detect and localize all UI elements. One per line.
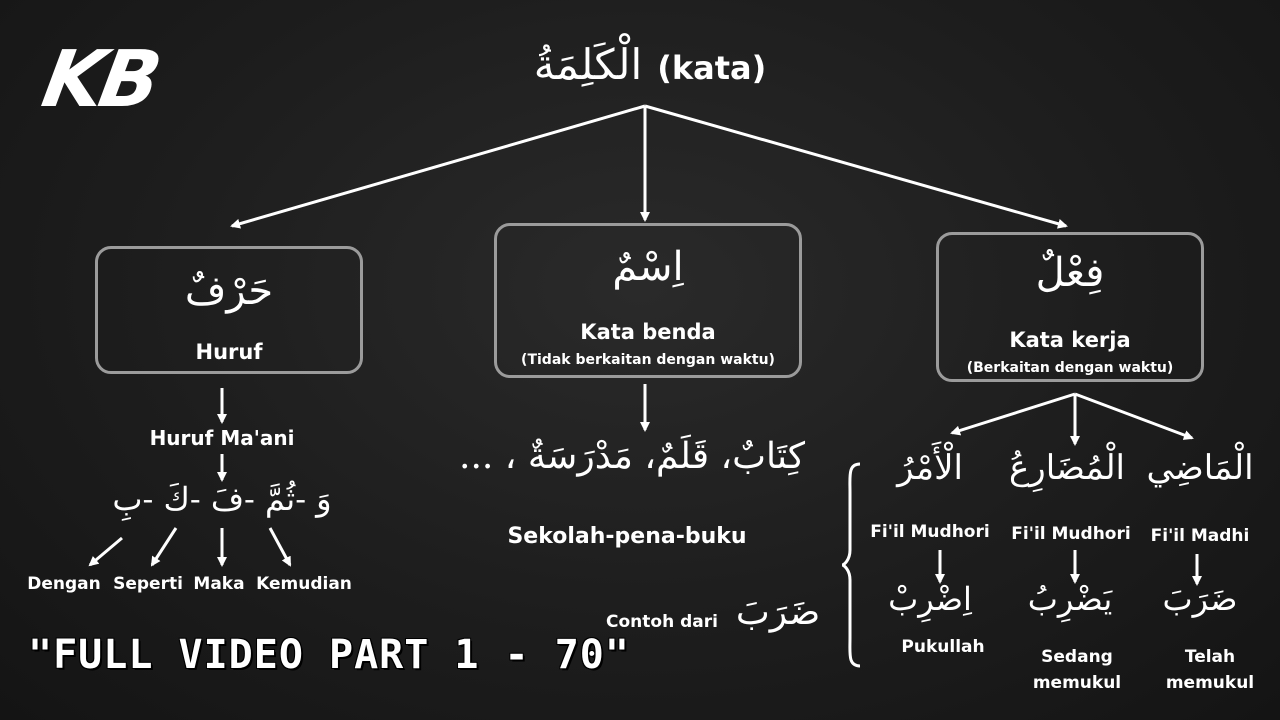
ism-sub: (Tidak berkaitan dengan waktu) (521, 352, 775, 368)
verb-madhi-arabic: الْمَاضِي (1146, 448, 1254, 488)
verb-madhi-example: ضَرَبَ (1162, 580, 1238, 618)
fiil-box (936, 232, 1204, 382)
verb-mudhari-type: Fi'il Mudhori (1011, 524, 1131, 544)
meaning-seperti: Seperti (113, 574, 183, 594)
meaning-maka: Maka (193, 574, 245, 594)
kb-logo: KB (36, 35, 164, 125)
verb-mudhari-example: يَضْرِبُ (1027, 580, 1113, 618)
verb-amr-arabic: الْأَمْرُ (897, 448, 963, 488)
root-arabic: الْكَلِمَةُ (533, 40, 643, 89)
harf-label: Huruf (195, 340, 263, 364)
meaning-kemudian: Kemudian (256, 574, 352, 594)
full-video-banner: "FULL VIDEO PART 1 - 70" (28, 632, 630, 678)
fiil-label: Kata kerja (1009, 328, 1131, 352)
meaning-dengan: Dengan (27, 574, 101, 594)
root-latin: (kata) (657, 49, 767, 87)
fiil-arabic: فِعْلٌ (1035, 250, 1105, 296)
ism-examples-meaning: Sekolah-pena-buku (507, 524, 747, 549)
fiil-sub: (Berkaitan dengan waktu) (966, 360, 1174, 376)
verb-mudhari-meaning: Sedang memukul (1032, 647, 1122, 693)
curly-brace (841, 462, 861, 668)
root-title: الْكَلِمَةُ (kata) (534, 40, 766, 89)
ism-arabic: اِسْمٌ (612, 244, 684, 290)
verb-amr-meaning: Pukullah (901, 637, 985, 657)
harf-arabic: حَرْفٌ (184, 268, 274, 314)
ism-examples-arabic: كِتَابٌ، قَلَمٌ، مَدْرَسَةٌ ، ... (459, 436, 805, 477)
verb-amr-type: Fi'il Mudhori (870, 522, 990, 542)
example-of-arabic: ضَرَبَ (735, 592, 821, 633)
ism-box (494, 223, 802, 378)
huruf-maani-letters: وَ -ثُمَّ -فَ -كَ -بِ (112, 480, 332, 518)
verb-madhi-type: Fi'il Madhi (1150, 526, 1250, 546)
harf-box (95, 246, 363, 374)
example-of-label: Contoh dari (606, 612, 718, 632)
huruf-maani-title: Huruf Ma'ani (149, 426, 295, 450)
verb-mudhari-arabic: الْمُضَارِعُ (1008, 448, 1126, 488)
verb-amr-example: اِضْرِبْ (888, 580, 972, 618)
ism-label: Kata benda (580, 320, 716, 344)
verb-madhi-meaning: Telah memukul (1165, 647, 1255, 693)
